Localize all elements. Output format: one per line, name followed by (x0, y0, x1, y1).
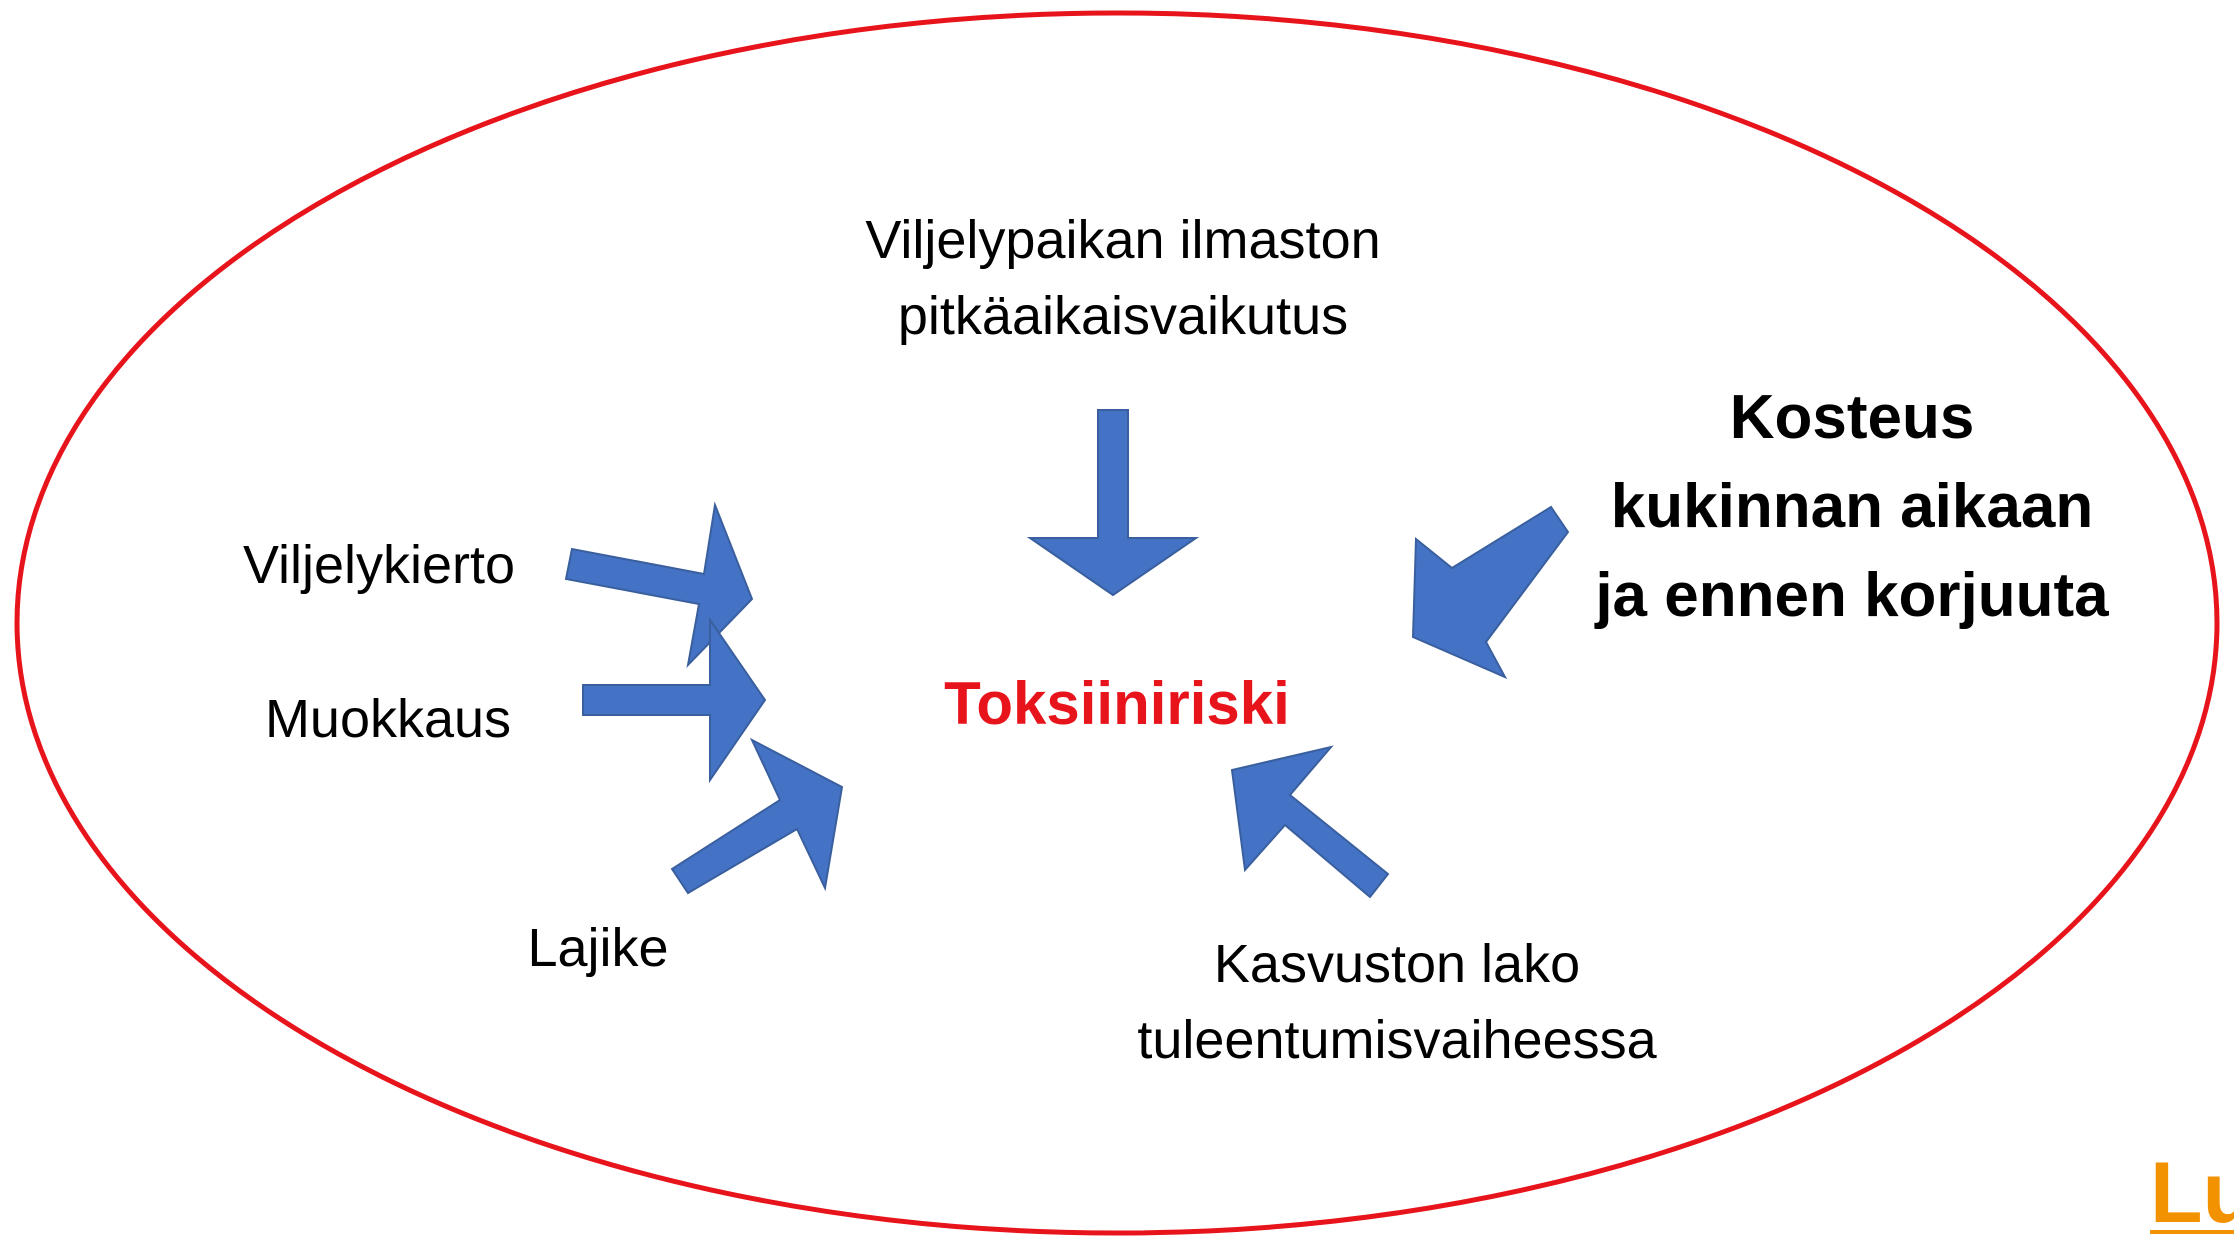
arrow-from-tillage (582, 616, 767, 784)
center-label-toxin-risk: Toksiiniriski (944, 670, 1290, 737)
arrow-from-variety (670, 737, 844, 895)
arrows-group (564, 409, 1570, 899)
factor-moisture-line-2: kukinnan aikaan (1611, 472, 2093, 541)
factor-variety: Lajike (527, 918, 668, 978)
factor-crop-rotation: Viljelykierto (243, 535, 515, 595)
factor-moisture-line-1: Kosteus (1730, 383, 1975, 452)
factor-tillage: Muokkaus (265, 689, 511, 749)
factor-lodging-line-2: tuleentumisvaiheessa (1137, 1010, 1657, 1070)
arrow-from-moisture (1411, 505, 1570, 680)
arrow-down-climate (1026, 409, 1200, 597)
arrow-from-lodging (1230, 745, 1390, 899)
logo-lettering: Lu (2150, 1145, 2234, 1238)
factor-climate-line-1: Viljelypaikan ilmaston (865, 210, 1380, 270)
enclosing-ellipse (14, 10, 2220, 1236)
logo-underline (2150, 1230, 2234, 1234)
factor-lodging-line-1: Kasvuston lako (1214, 934, 1580, 994)
factor-climate-line-2: pitkäaikaisvaikutus (898, 286, 1348, 346)
arrow-from-crop-rotation (564, 501, 754, 669)
luke-logo: Lu (2150, 1145, 2234, 1241)
factor-moisture-line-3: ja ennen korjuuta (1594, 561, 2109, 630)
